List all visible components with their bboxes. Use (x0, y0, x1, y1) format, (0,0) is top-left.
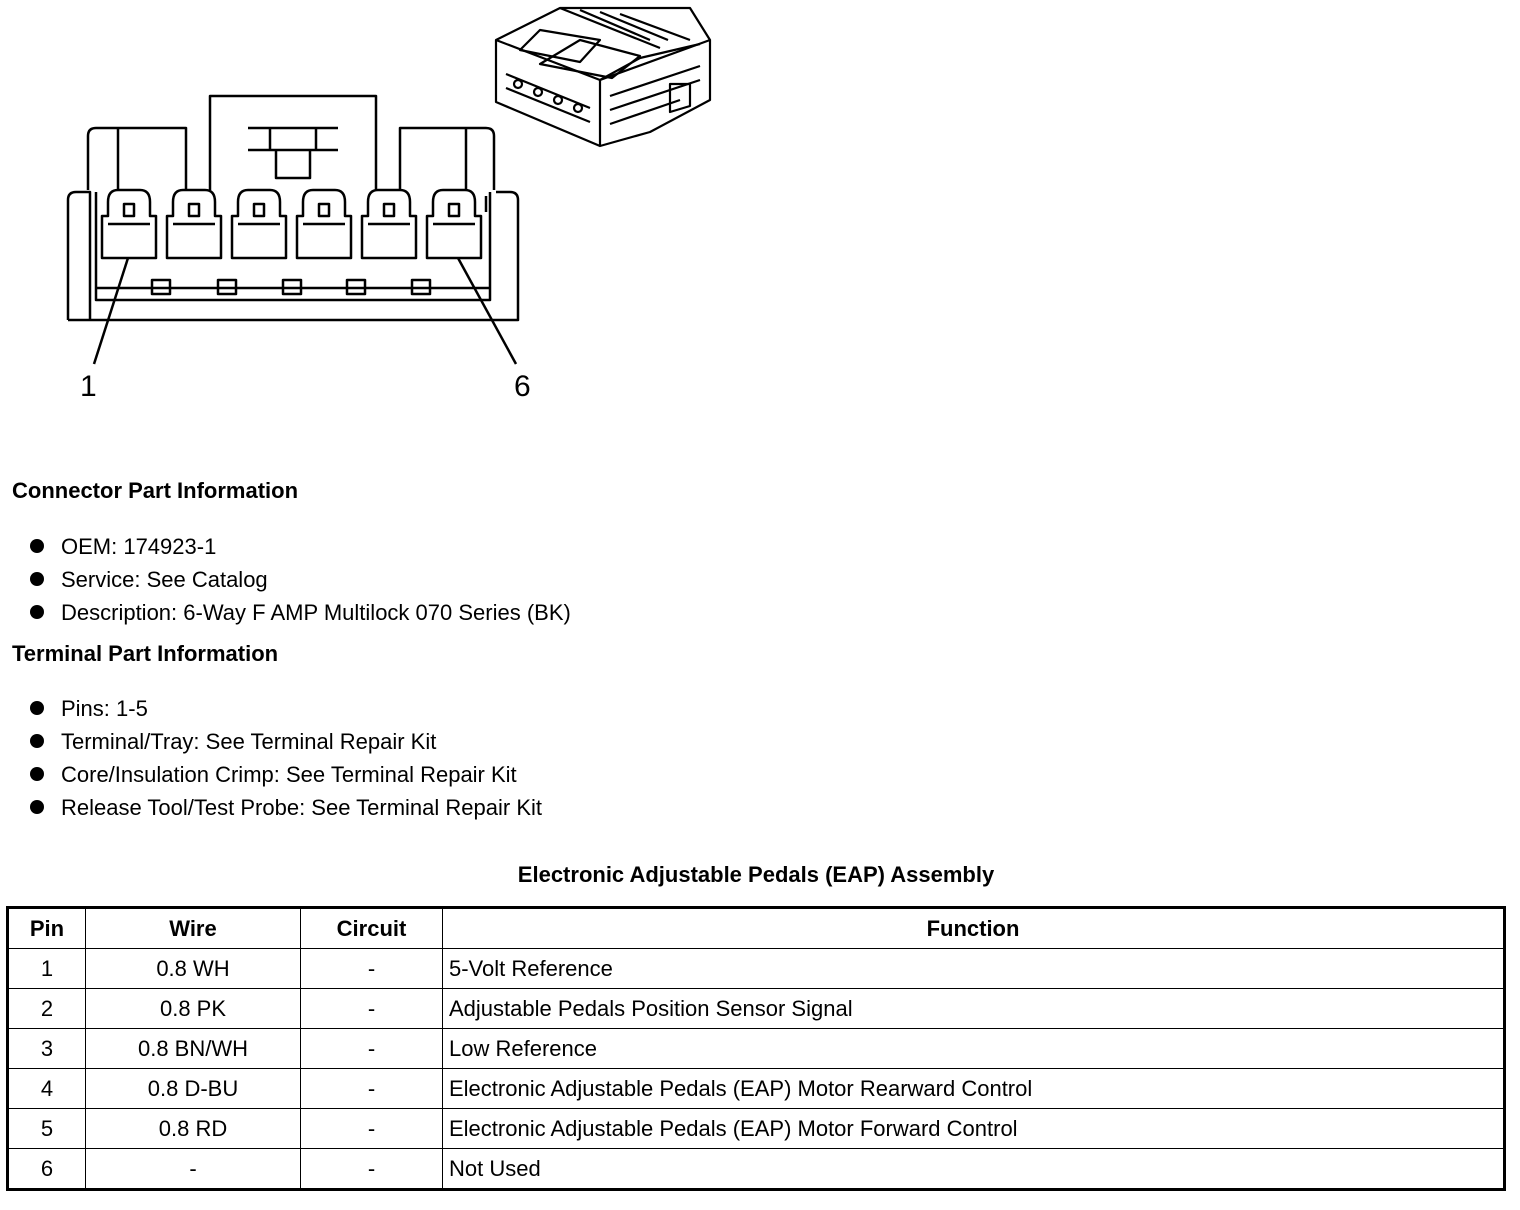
function-cell: Adjustable Pedals Position Sensor Signal (442, 988, 1505, 1029)
column-header-wire: Wire (85, 907, 301, 949)
list-item: Core/Insulation Crimp: See Terminal Repa… (30, 758, 542, 791)
pin-cavity-3 (230, 188, 288, 260)
list-item-text: OEM: 174923-1 (61, 534, 217, 559)
pin-1-leader (92, 257, 130, 365)
table-row: 6 - - Not Used (7, 1148, 1505, 1190)
wire-cell: - (85, 1148, 301, 1190)
pin-cell: 6 (7, 1148, 86, 1190)
bullet-icon (30, 605, 44, 619)
wire-cell: 0.8 BN/WH (85, 1028, 301, 1069)
table-row: 3 0.8 BN/WH - Low Reference (7, 1028, 1505, 1069)
pin-1-label: 1 (80, 370, 97, 403)
pin-cavity-6 (425, 188, 483, 260)
table-header-row: Pin Wire Circuit Function (7, 907, 1505, 949)
list-item: Release Tool/Test Probe: See Terminal Re… (30, 791, 542, 824)
circuit-cell: - (300, 988, 443, 1029)
pin-cavity-2 (165, 188, 223, 260)
cavity-latch-4 (317, 202, 331, 218)
pin-cell: 4 (7, 1068, 86, 1109)
function-cell: Electronic Adjustable Pedals (EAP) Motor… (442, 1108, 1505, 1149)
table-row: 2 0.8 PK - Adjustable Pedals Position Se… (7, 988, 1505, 1029)
pin-cavity-5 (360, 188, 418, 260)
table-row: 1 0.8 WH - 5-Volt Reference (7, 948, 1505, 989)
pin-cell: 5 (7, 1108, 86, 1149)
pin-6-leader (456, 257, 518, 365)
list-item-text: Release Tool/Test Probe: See Terminal Re… (61, 795, 542, 820)
column-header-circuit: Circuit (300, 907, 443, 949)
list-item: OEM: 174923-1 (30, 530, 571, 563)
list-item-text: Pins: 1-5 (61, 696, 148, 721)
column-header-function: Function (442, 907, 1505, 949)
circuit-cell: - (300, 1068, 443, 1109)
connector-info-list: OEM: 174923-1 Service: See Catalog Descr… (30, 530, 571, 629)
pinout-table: Pin Wire Circuit Function 1 0.8 WH - 5-V… (6, 906, 1506, 1191)
list-item: Description: 6-Way F AMP Multilock 070 S… (30, 596, 571, 629)
function-cell: Low Reference (442, 1028, 1505, 1069)
bullet-icon (30, 539, 44, 553)
connector-info-heading: Connector Part Information (12, 478, 299, 503)
pin-cell: 2 (7, 988, 86, 1029)
circuit-cell: - (300, 1148, 443, 1190)
circuit-cell: - (300, 1028, 443, 1069)
list-item-text: Description: 6-Way F AMP Multilock 070 S… (61, 600, 571, 625)
wire-cell: 0.8 PK (85, 988, 301, 1029)
function-cell: Electronic Adjustable Pedals (EAP) Motor… (442, 1068, 1505, 1109)
list-item-text: Service: See Catalog (61, 567, 268, 592)
bullet-icon (30, 701, 44, 715)
bullet-icon (30, 734, 44, 748)
terminal-info-list: Pins: 1-5 Terminal/Tray: See Terminal Re… (30, 692, 542, 824)
connector-face-view (66, 94, 520, 322)
list-item: Pins: 1-5 (30, 692, 542, 725)
pin-cavity-4 (295, 188, 353, 260)
pin-6-label: 6 (514, 370, 531, 403)
column-header-pin: Pin (7, 907, 86, 949)
bullet-icon (30, 767, 44, 781)
wire-cell: 0.8 D-BU (85, 1068, 301, 1109)
cavity-latch-1 (122, 202, 136, 218)
cavity-latch-2 (187, 202, 201, 218)
cavity-latch-6 (447, 202, 461, 218)
pin-cavities (100, 188, 483, 260)
pin-cell: 3 (7, 1028, 86, 1069)
table-title: Electronic Adjustable Pedals (EAP) Assem… (517, 862, 995, 887)
list-item-text: Core/Insulation Crimp: See Terminal Repa… (61, 762, 517, 787)
bullet-icon (30, 800, 44, 814)
wire-cell: 0.8 RD (85, 1108, 301, 1149)
circuit-cell: - (300, 1108, 443, 1149)
list-item: Terminal/Tray: See Terminal Repair Kit (30, 725, 542, 758)
list-item-text: Terminal/Tray: See Terminal Repair Kit (61, 729, 437, 754)
function-cell: 5-Volt Reference (442, 948, 1505, 989)
table-row: 4 0.8 D-BU - Electronic Adjustable Pedal… (7, 1068, 1505, 1109)
terminal-info-heading: Terminal Part Information (12, 641, 279, 666)
circuit-cell: - (300, 948, 443, 989)
pin-cavity-1 (100, 188, 158, 260)
list-item: Service: See Catalog (30, 563, 571, 596)
function-cell: Not Used (442, 1148, 1505, 1190)
cavity-latch-3 (252, 202, 266, 218)
table-row: 5 0.8 RD - Electronic Adjustable Pedals … (7, 1108, 1505, 1149)
pin-cell: 1 (7, 948, 86, 989)
cavity-latch-5 (382, 202, 396, 218)
connector-diagram (66, 6, 712, 365)
bullet-icon (30, 572, 44, 586)
wire-cell: 0.8 WH (85, 948, 301, 989)
connector-isometric-view (494, 6, 712, 148)
